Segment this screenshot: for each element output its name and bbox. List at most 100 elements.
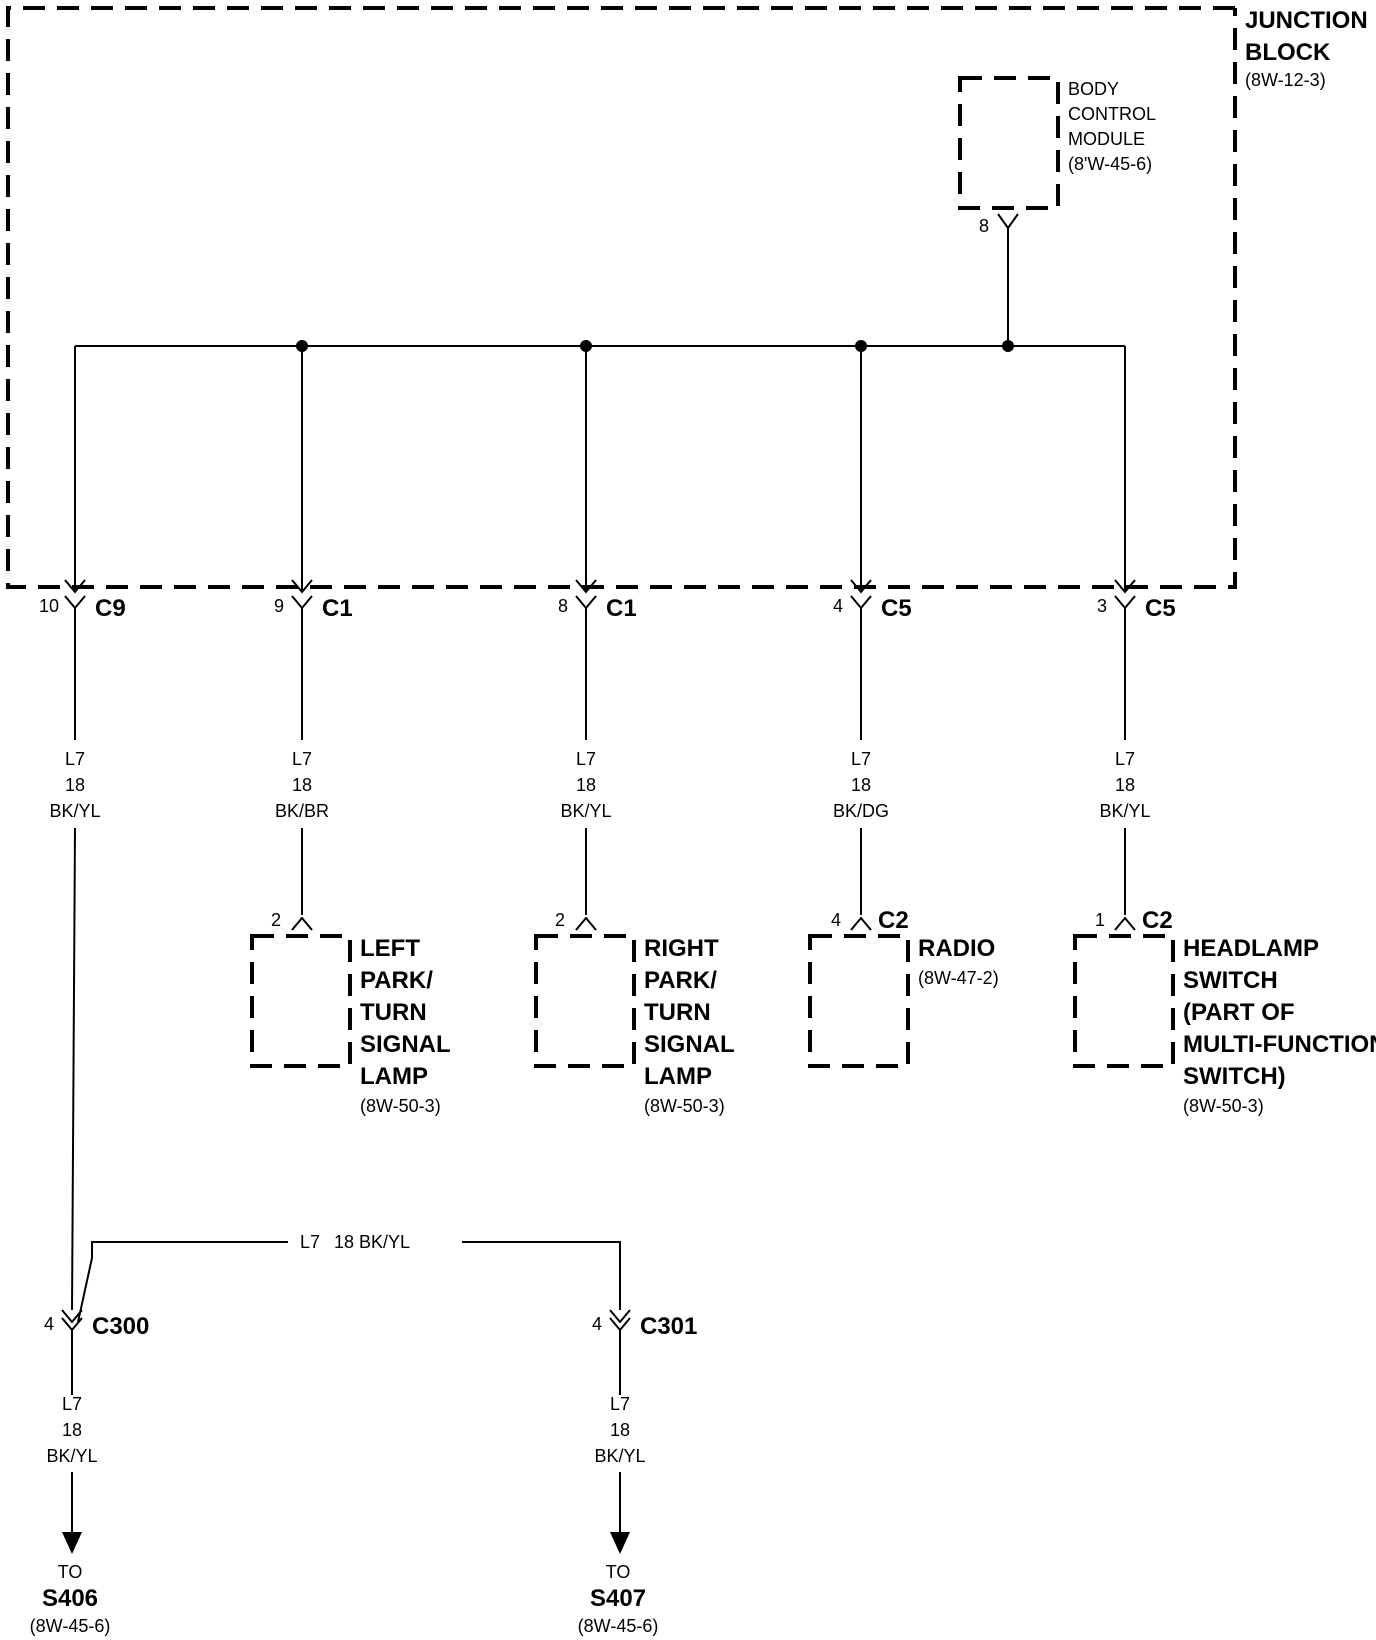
body-control-module-box [958, 76, 1060, 210]
pin-number: 4 [592, 1314, 602, 1334]
component-label-line: SWITCH [1183, 967, 1278, 994]
connector-name: C301 [640, 1313, 697, 1340]
pin-number: 4 [44, 1314, 54, 1334]
wire-color: BK/YL [560, 801, 611, 821]
wire-circuit: L7 [65, 749, 85, 769]
connector-name: C1 [322, 595, 353, 622]
component-connector [850, 916, 872, 931]
component-label-line: PARK/ [644, 967, 717, 994]
component-ref: (8W-50-3) [644, 1096, 725, 1116]
destination-ref: (8W-45-6) [30, 1616, 111, 1636]
wire-label-1: L7 18 BK/YL [49, 749, 100, 821]
bus-drop-1 [64, 346, 86, 594]
destination-to: TO [606, 1562, 631, 1582]
pin-number: 10 [39, 596, 59, 616]
radio-box [808, 934, 910, 1068]
wire-to-c300 [71, 827, 76, 1311]
connector-name: C5 [1145, 595, 1176, 622]
arrow-down-icon [62, 1532, 82, 1554]
connector-c1-pin9 [291, 595, 313, 610]
bus-drop-4 [850, 346, 872, 594]
component-ref: (8W-47-2) [918, 968, 999, 988]
pin-number: 1 [1095, 910, 1105, 930]
component-label-line: LAMP [360, 1063, 428, 1090]
left-park-turn-signal-lamp-box [250, 934, 352, 1068]
bcm-pin-connector [997, 213, 1019, 346]
connector-c9-pin10 [64, 595, 86, 610]
connector-name: C5 [881, 595, 912, 622]
headlamp-switch-box [1073, 934, 1175, 1068]
arrow-down-icon [610, 1532, 630, 1554]
pin-number: 4 [831, 910, 841, 930]
crossover-wire-right [462, 1241, 621, 1310]
connector-name: C1 [606, 595, 637, 622]
pin-number: 2 [271, 910, 281, 930]
connector-name: C300 [92, 1313, 149, 1340]
wire-gauge: 18 [610, 1420, 630, 1440]
left-park-turn-signal-lamp-label: LEFT PARK/ TURN SIGNAL LAMP (8W-50-3) [360, 935, 451, 1116]
bcm-label-line3: MODULE [1068, 129, 1145, 149]
component-connector [1114, 916, 1136, 931]
wire-gauge: 18 [851, 775, 871, 795]
component-label-line: PARK/ [360, 967, 433, 994]
bcm-label-line2: CONTROL [1068, 104, 1156, 124]
component-label-line: SIGNAL [360, 1031, 451, 1058]
destination-splice: S406 [42, 1585, 98, 1612]
splice-dot [1002, 340, 1014, 352]
wire-label-5: L7 18 BK/YL [1099, 749, 1150, 821]
wire-label-4: L7 18 BK/DG [833, 749, 889, 821]
wire-circuit: L7 [1115, 749, 1135, 769]
wire-gauge: 18 [576, 775, 596, 795]
component-label-line: RADIO [918, 935, 995, 962]
wire-label-3: L7 18 BK/YL [560, 749, 611, 821]
right-park-turn-signal-lamp-box [534, 934, 636, 1068]
bus-drop-2 [291, 346, 313, 594]
bcm-pin-number: 8 [979, 216, 989, 236]
component-label-line: LEFT [360, 935, 420, 962]
destination-ref: (8W-45-6) [578, 1616, 659, 1636]
junction-block-outline [6, 6, 1237, 589]
wire-color: BK/YL [594, 1446, 645, 1466]
component-label-line: TURN [644, 999, 711, 1026]
wire-gauge: 18 [62, 1420, 82, 1440]
wire-color: BK/YL [1099, 801, 1150, 821]
component-label-line: MULTI-FUNCTION [1183, 1031, 1376, 1058]
component-ref: (8W-50-3) [360, 1096, 441, 1116]
connector-c300 [61, 1309, 83, 1395]
pin-number: 2 [555, 910, 565, 930]
component-label-line: LAMP [644, 1063, 712, 1090]
wire-gauge: 18 [1115, 775, 1135, 795]
wire-label-c300: L7 18 BK/YL [46, 1394, 97, 1466]
wire-gauge: 18 [65, 775, 85, 795]
crossover-wire-circuit: L7 [300, 1232, 320, 1252]
component-connector [575, 916, 597, 931]
bus-drop-5 [1114, 346, 1136, 594]
crossover-wire-left [77, 1241, 288, 1323]
wire-circuit: L7 [610, 1394, 630, 1414]
crossover-wire-gauge-color: 18 BK/YL [334, 1232, 410, 1252]
component-ref: (8W-50-3) [1183, 1096, 1264, 1116]
headlamp-switch-label: HEADLAMP SWITCH (PART OF MULTI-FUNCTION … [1183, 935, 1376, 1116]
connector-c5-pin4 [850, 595, 872, 610]
connector-c5-pin3 [1114, 595, 1136, 610]
junction-block-title-line2: BLOCK [1245, 39, 1331, 66]
component-connector [291, 916, 313, 931]
pin-number: 4 [833, 596, 843, 616]
pin-number: 9 [274, 596, 284, 616]
bcm-label-line1: BODY [1068, 79, 1119, 99]
destination-splice: S407 [590, 1585, 646, 1612]
component-label-line: SWITCH) [1183, 1063, 1286, 1090]
component-label-line: RIGHT [644, 935, 719, 962]
junction-block-ref: (8W-12-3) [1245, 70, 1326, 90]
destination-to: TO [58, 1562, 83, 1582]
pin-number: 3 [1097, 596, 1107, 616]
bcm-ref: (8'W-45-6) [1068, 154, 1152, 174]
wire-circuit: L7 [576, 749, 596, 769]
wire-circuit: L7 [62, 1394, 82, 1414]
wire-color: BK/DG [833, 801, 889, 821]
connector-c301 [609, 1309, 631, 1395]
wire-color: BK/YL [49, 801, 100, 821]
component-label-line: SIGNAL [644, 1031, 735, 1058]
connector-name: C2 [878, 907, 909, 934]
